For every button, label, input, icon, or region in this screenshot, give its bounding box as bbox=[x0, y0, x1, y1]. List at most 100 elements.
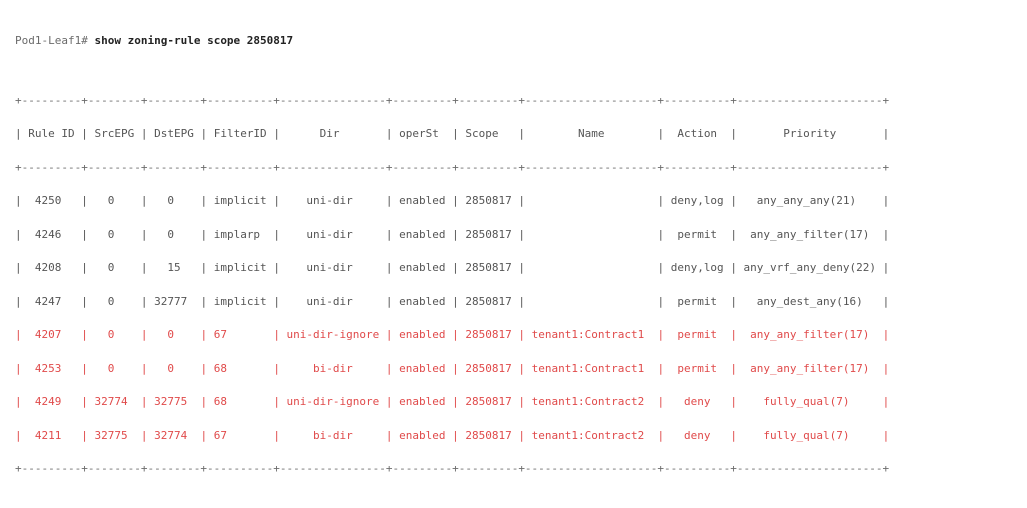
table-cell: enabled bbox=[392, 361, 453, 375]
column-divider: | bbox=[882, 361, 890, 375]
column-divider: | bbox=[385, 361, 393, 375]
table-cell: permit bbox=[664, 361, 731, 375]
column-divider: | bbox=[81, 328, 88, 341]
table-cell: 67 bbox=[207, 428, 274, 442]
column-divider: | bbox=[200, 328, 208, 341]
column-divider: | bbox=[273, 328, 280, 341]
table-cell: implicit bbox=[207, 194, 274, 207]
column-divider: | bbox=[200, 127, 208, 140]
table-cell: tenant1:Contract1 bbox=[525, 328, 658, 341]
table-cell: 68 bbox=[207, 395, 274, 408]
column-divider: | bbox=[81, 194, 88, 207]
table-cell: 4250 bbox=[21, 194, 82, 207]
column-divider: | bbox=[81, 227, 88, 241]
table-cell: any_any_any(21) bbox=[736, 194, 883, 207]
column-divider: | bbox=[452, 227, 459, 241]
table-cell: tenant1:Contract2 bbox=[525, 428, 658, 442]
table-row: | 4207 | 0 | 0 | 67 | uni-dir-ignore | e… bbox=[15, 327, 889, 361]
column-divider: | bbox=[385, 261, 393, 274]
column-header: DstEPG bbox=[147, 127, 201, 140]
column-divider: | bbox=[518, 261, 525, 274]
column-divider: | bbox=[518, 194, 525, 207]
table-cell: tenant1:Contract2 bbox=[525, 395, 658, 408]
table-cell: 67 bbox=[207, 328, 274, 341]
column-divider: | bbox=[518, 227, 525, 241]
column-divider: | bbox=[140, 261, 148, 274]
table-cell: enabled bbox=[392, 395, 453, 408]
column-divider: | bbox=[882, 227, 890, 241]
column-divider: | bbox=[140, 294, 148, 308]
table-cell: fully_qual(7) bbox=[736, 395, 883, 408]
table-cell: 2850817 bbox=[458, 194, 519, 207]
column-divider: | bbox=[140, 428, 148, 442]
column-divider: | bbox=[518, 294, 525, 308]
column-divider: | bbox=[730, 261, 737, 274]
table-row: | 4208 | 0 | 15 | implicit | uni-dir | e… bbox=[15, 260, 889, 294]
column-divider: | bbox=[140, 127, 148, 140]
column-divider: | bbox=[15, 261, 22, 274]
table-cell: permit bbox=[664, 294, 731, 308]
column-divider: | bbox=[518, 428, 525, 442]
table-cell: implarp bbox=[207, 227, 274, 241]
table-cell: 0 bbox=[147, 227, 201, 241]
column-divider: | bbox=[15, 194, 22, 207]
table-cell: 0 bbox=[87, 294, 141, 308]
table-cell bbox=[525, 295, 657, 308]
column-divider: | bbox=[657, 227, 665, 241]
column-divider: | bbox=[452, 361, 459, 375]
table-cell: enabled bbox=[392, 194, 453, 207]
table-cell: deny,log bbox=[664, 261, 731, 274]
table-cell: 4253 bbox=[21, 361, 82, 375]
column-header: Dir bbox=[279, 127, 386, 140]
table-cell: deny,log bbox=[664, 194, 731, 207]
table-cell: uni-dir bbox=[279, 294, 386, 308]
column-divider: | bbox=[81, 261, 88, 274]
column-divider: | bbox=[273, 294, 280, 308]
table-cell: 2850817 bbox=[458, 261, 519, 274]
column-divider: | bbox=[657, 328, 665, 341]
column-divider: | bbox=[518, 395, 525, 408]
table-cell bbox=[525, 261, 657, 274]
table-cell: enabled bbox=[392, 227, 453, 241]
column-divider: | bbox=[385, 194, 393, 207]
table-cell: 0 bbox=[87, 261, 141, 274]
column-divider: | bbox=[657, 395, 665, 408]
table-cell: any_any_filter(17) bbox=[736, 227, 883, 241]
column-divider: | bbox=[140, 361, 148, 375]
table-cell: 2850817 bbox=[458, 294, 519, 308]
column-divider: | bbox=[452, 127, 459, 140]
table-row: | 4250 | 0 | 0 | implicit | uni-dir | en… bbox=[15, 193, 889, 227]
table-cell: 68 bbox=[207, 361, 274, 375]
table-row: | 4247 | 0 | 32777 | implicit | uni-dir … bbox=[15, 294, 889, 328]
table-cell: 0 bbox=[87, 361, 141, 375]
table-row: | 4249 | 32774 | 32775 | 68 | uni-dir-ig… bbox=[15, 394, 889, 428]
column-divider: | bbox=[81, 294, 88, 308]
column-divider: | bbox=[657, 194, 665, 207]
table-row: | 4211 | 32775 | 32774 | 67 | bi-dir | e… bbox=[15, 428, 889, 462]
table-separator: +---------+--------+--------+----------+… bbox=[15, 462, 890, 475]
column-divider: | bbox=[730, 395, 737, 408]
table-cell bbox=[525, 228, 657, 241]
column-divider: | bbox=[273, 261, 280, 274]
table-cell: deny bbox=[664, 428, 731, 442]
column-divider: | bbox=[273, 395, 280, 408]
column-divider: | bbox=[452, 194, 459, 207]
column-divider: | bbox=[273, 194, 280, 207]
column-divider: | bbox=[200, 261, 208, 274]
table-cell: enabled bbox=[392, 328, 453, 341]
column-divider: | bbox=[882, 294, 890, 308]
table-cell: any_dest_any(16) bbox=[736, 294, 883, 308]
column-header: Action bbox=[664, 127, 731, 140]
column-divider: | bbox=[730, 127, 737, 140]
table-cell: 32775 bbox=[87, 428, 141, 442]
table-cell: 32777 bbox=[147, 294, 201, 308]
column-divider: | bbox=[15, 428, 22, 442]
table-cell: uni-dir bbox=[279, 194, 386, 207]
column-divider: | bbox=[200, 361, 208, 375]
table-cell: implicit bbox=[207, 294, 274, 308]
table-cell: uni-dir bbox=[279, 227, 386, 241]
table-cell: 0 bbox=[147, 194, 201, 207]
table-cell: any_any_filter(17) bbox=[736, 328, 883, 341]
column-divider: | bbox=[200, 294, 208, 308]
terminal-output: Pod1-Leaf1# show zoning-rule scope 28508… bbox=[15, 7, 889, 508]
